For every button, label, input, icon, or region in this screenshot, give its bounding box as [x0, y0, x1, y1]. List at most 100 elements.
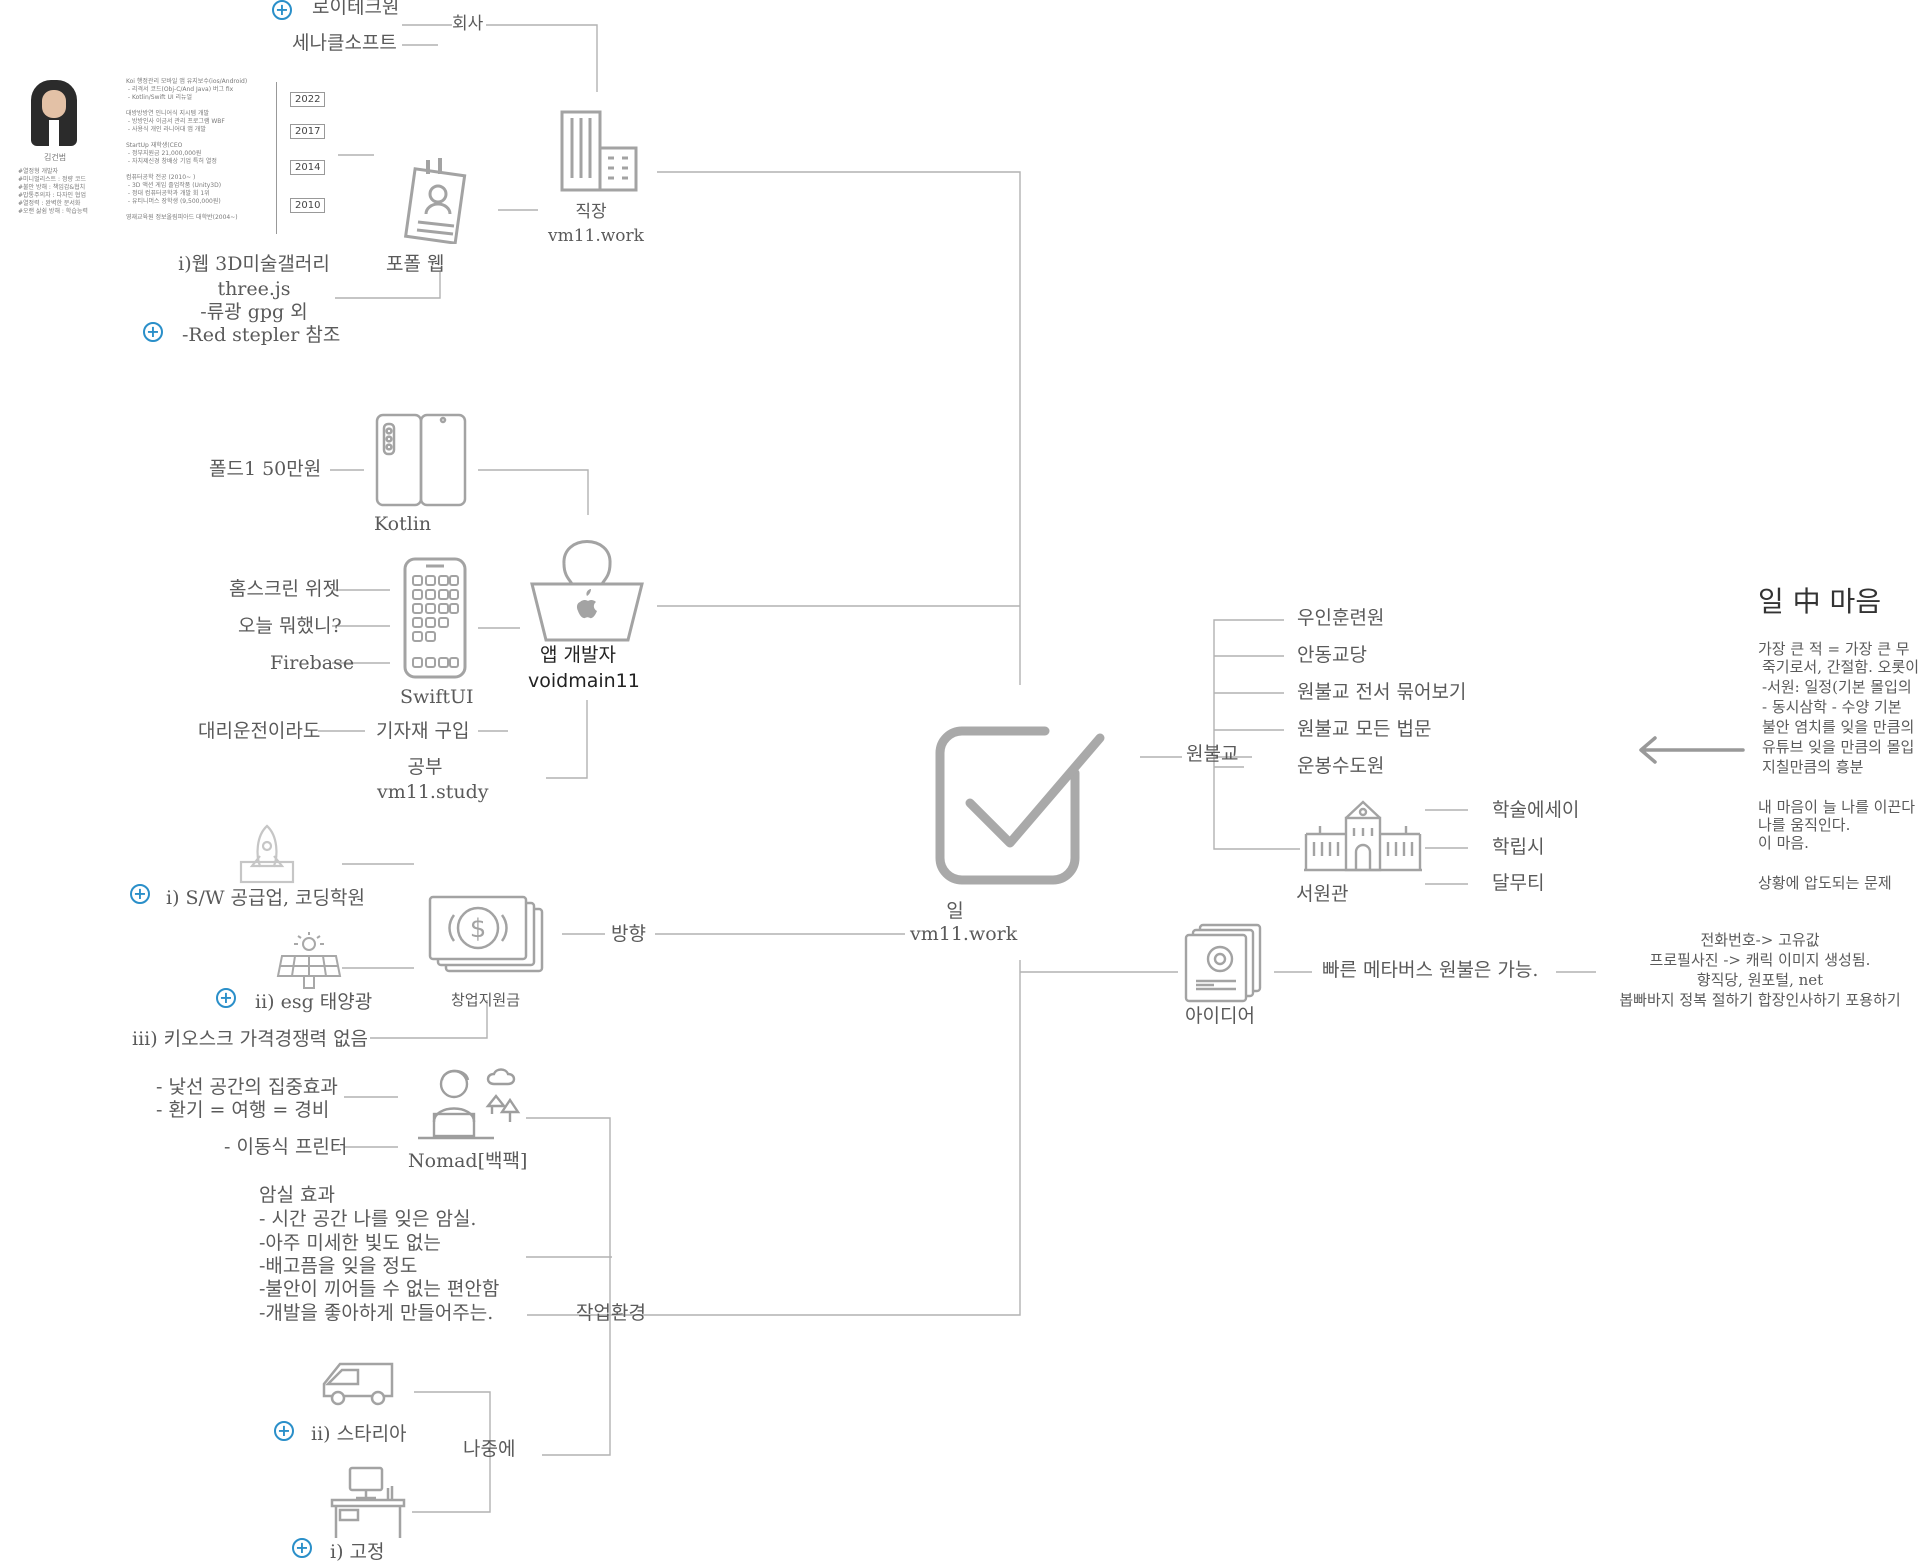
- swiftui-note-firebase[interactable]: Firebase: [270, 652, 355, 674]
- app-dev-title[interactable]: 앱 개발자: [540, 644, 616, 666]
- mind-line-2[interactable]: 죽기로서, 간절함. 오롯이: [1762, 658, 1920, 676]
- seowon-label[interactable]: 서원관: [1296, 883, 1349, 905]
- idea-detail-1[interactable]: 전화번호-> 고유값: [1700, 931, 1820, 949]
- wonbul-item-1[interactable]: 우인훈련원: [1297, 607, 1385, 629]
- idea-label[interactable]: 아이디어: [1185, 1005, 1255, 1027]
- direction-item-3[interactable]: iii) 키오스크 가격경쟁력 없음: [132, 1028, 369, 1050]
- idea-detail-2[interactable]: 프로필사진 -> 캐릭 이미지 생성됨.: [1649, 951, 1871, 969]
- darkroom-line-6[interactable]: -개발을 좋아하게 만들어주는.: [259, 1302, 494, 1324]
- mind-line-3[interactable]: -서원: 일정(기본 몰입의: [1762, 678, 1912, 696]
- resume-year-2010: 2010: [290, 198, 326, 213]
- solar-panel-icon: [276, 932, 342, 989]
- swiftui-note-today[interactable]: 오늘 뭐했니?: [238, 615, 342, 637]
- svg-text:$: $: [470, 914, 487, 944]
- kotlin-note[interactable]: 폴드1 50만원: [209, 458, 322, 480]
- portfolio-note-1[interactable]: i)웹 3D미술갤러리: [178, 253, 330, 275]
- job-title[interactable]: 직장: [575, 202, 607, 222]
- portfolio-note-3[interactable]: -류광 gpg 외: [200, 301, 308, 323]
- resume-clipboard-icon: [403, 158, 467, 244]
- mind-line-7[interactable]: 지칠만큼의 흥분: [1762, 758, 1864, 776]
- nomad-note-1[interactable]: - 낯선 공간의 집중효과: [156, 1076, 338, 1098]
- wonbul-item-2[interactable]: 안동교당: [1297, 644, 1367, 666]
- office-building-icon: [560, 110, 638, 192]
- swiftui-label[interactable]: SwiftUI: [400, 686, 474, 708]
- study-subtitle[interactable]: vm11.study: [377, 781, 489, 803]
- expand-portfolio-icon[interactable]: +: [143, 322, 163, 342]
- later-item-fixed[interactable]: i) 고정: [330, 1541, 385, 1563]
- company-senacle[interactable]: 세나클소프트: [292, 32, 397, 54]
- expand-company-1-icon[interactable]: +: [272, 0, 292, 20]
- seowon-item-3[interactable]: 달무티: [1492, 872, 1545, 894]
- avatar: [31, 80, 77, 146]
- mind-line-4[interactable]: - 동시삼학 - 수양 기본: [1762, 698, 1902, 716]
- center-subtitle[interactable]: vm11.work: [910, 923, 1018, 945]
- mind-line2-3[interactable]: 이 마음.: [1758, 834, 1809, 852]
- darkroom-line-4[interactable]: -배고픔을 잊을 정도: [259, 1255, 418, 1277]
- seowon-item-2[interactable]: 학립시: [1492, 836, 1545, 858]
- darkroom-line-5[interactable]: -불안이 끼어들 수 없는 편안함: [259, 1278, 500, 1300]
- equipment-note[interactable]: 대리운전이라도: [198, 720, 321, 742]
- mind-line2-1[interactable]: 내 마음이 늘 나를 이끈다: [1758, 798, 1916, 816]
- nomad-note-2[interactable]: - 환기 = 여행 = 경비: [156, 1099, 330, 1121]
- company-label[interactable]: 회사: [452, 14, 484, 34]
- nomad-note-3[interactable]: - 이동식 프린터: [224, 1136, 348, 1158]
- expand-direction-2-icon[interactable]: +: [216, 988, 236, 1008]
- developer-laptop-icon: [530, 540, 644, 642]
- resume-name: 김건범: [44, 153, 67, 162]
- portfolio-label[interactable]: 포폴 웹: [386, 253, 445, 275]
- money-bills-icon: $: [428, 895, 544, 973]
- foldable-phone-icon: [375, 413, 467, 507]
- later-item-staria[interactable]: ii) 스타리아: [311, 1423, 407, 1445]
- expand-direction-1-icon[interactable]: +: [130, 884, 150, 904]
- equipment-label[interactable]: 기자재 구입: [376, 720, 470, 742]
- expand-fixed-icon[interactable]: +: [292, 1538, 312, 1558]
- center-title[interactable]: 일: [946, 900, 964, 922]
- resume-text: Koi 행정관리 모바일 앱 유지보수(ios/Android) - 리격서 코…: [126, 78, 248, 221]
- mind-footer[interactable]: 상황에 압도되는 문제: [1758, 874, 1892, 892]
- direction-label[interactable]: 방향: [611, 923, 646, 945]
- mind-line-6[interactable]: 유튜브 잊을 만큼의 몰입: [1762, 738, 1915, 756]
- wonbul-item-4[interactable]: 원불교 모든 법문: [1297, 718, 1432, 740]
- idea-detail-4[interactable]: 봅빠바지 정복 절하기 합장인사하기 포용하기: [1619, 991, 1901, 1009]
- seowon-item-1[interactable]: 학술에세이: [1492, 799, 1580, 821]
- kotlin-label[interactable]: Kotlin: [374, 513, 432, 535]
- later-label[interactable]: 나중에: [463, 1438, 516, 1460]
- darkroom-line-3[interactable]: -아주 미세한 빛도 없는: [259, 1232, 441, 1254]
- direction-item-1[interactable]: i) S/W 공급업, 코딩학원: [166, 887, 365, 909]
- smartphone-icon: [403, 557, 467, 679]
- van-icon: [322, 1362, 394, 1406]
- wonbul-item-3[interactable]: 원불교 전서 묶어보기: [1297, 681, 1467, 703]
- school-building-icon: [1304, 800, 1422, 872]
- study-title[interactable]: 공부: [407, 756, 443, 778]
- portfolio-note-2[interactable]: three.js: [217, 278, 291, 300]
- wonbul-label[interactable]: 원불교: [1186, 743, 1239, 765]
- idea-note[interactable]: 빠른 메타버스 원불은 가능.: [1322, 959, 1539, 981]
- resume-tags: #열정형 개발자 #미니멀리스트 : 정량 코드 #불안 방해 : 책임감&협치…: [18, 168, 88, 215]
- mind-line-1[interactable]: 가장 큰 적 = 가장 큰 무: [1758, 640, 1910, 658]
- portfolio-note-4[interactable]: -Red stepler 참조: [182, 324, 341, 346]
- job-subtitle[interactable]: vm11.work: [548, 226, 644, 246]
- fund-label[interactable]: 창업지원금: [451, 991, 521, 1009]
- wonbul-item-5[interactable]: 운봉수도원: [1297, 755, 1385, 777]
- resume-year-2022: 2022: [290, 92, 326, 107]
- nomad-worker-icon: [418, 1068, 521, 1140]
- mind-title[interactable]: 일 中 마음: [1758, 585, 1882, 618]
- arrow-left-icon: [1639, 736, 1745, 764]
- direction-item-2[interactable]: ii) esg 태양광: [255, 991, 373, 1013]
- nomad-label[interactable]: Nomad[백팩]: [408, 1150, 528, 1172]
- darkroom-line-2[interactable]: - 시간 공간 나를 잊은 암실.: [259, 1208, 477, 1230]
- checkbox-icon: [935, 726, 1105, 885]
- swiftui-note-widget[interactable]: 홈스크린 위젯: [229, 578, 340, 600]
- company-roitech[interactable]: 로이테크원: [312, 0, 400, 18]
- darkroom-line-1[interactable]: 암실 효과: [259, 1184, 335, 1206]
- workspace-label[interactable]: 작업환경: [576, 1302, 646, 1324]
- resume-thumbnail[interactable]: 김건범 #열정형 개발자 #미니멀리스트 : 정량 코드 #불안 방해 : 책임…: [18, 78, 288, 240]
- rocket-launch-icon: [239, 824, 295, 884]
- app-dev-subtitle[interactable]: voidmain11: [528, 670, 640, 692]
- idea-detail-3[interactable]: 향직당, 원포털, net: [1696, 971, 1824, 989]
- expand-staria-icon[interactable]: +: [274, 1421, 294, 1441]
- resume-year-2014: 2014: [290, 160, 326, 175]
- mind-line-5[interactable]: 불안 염치를 잊을 만큼의: [1762, 718, 1915, 736]
- mind-line2-2[interactable]: 나를 움직인다.: [1758, 816, 1851, 834]
